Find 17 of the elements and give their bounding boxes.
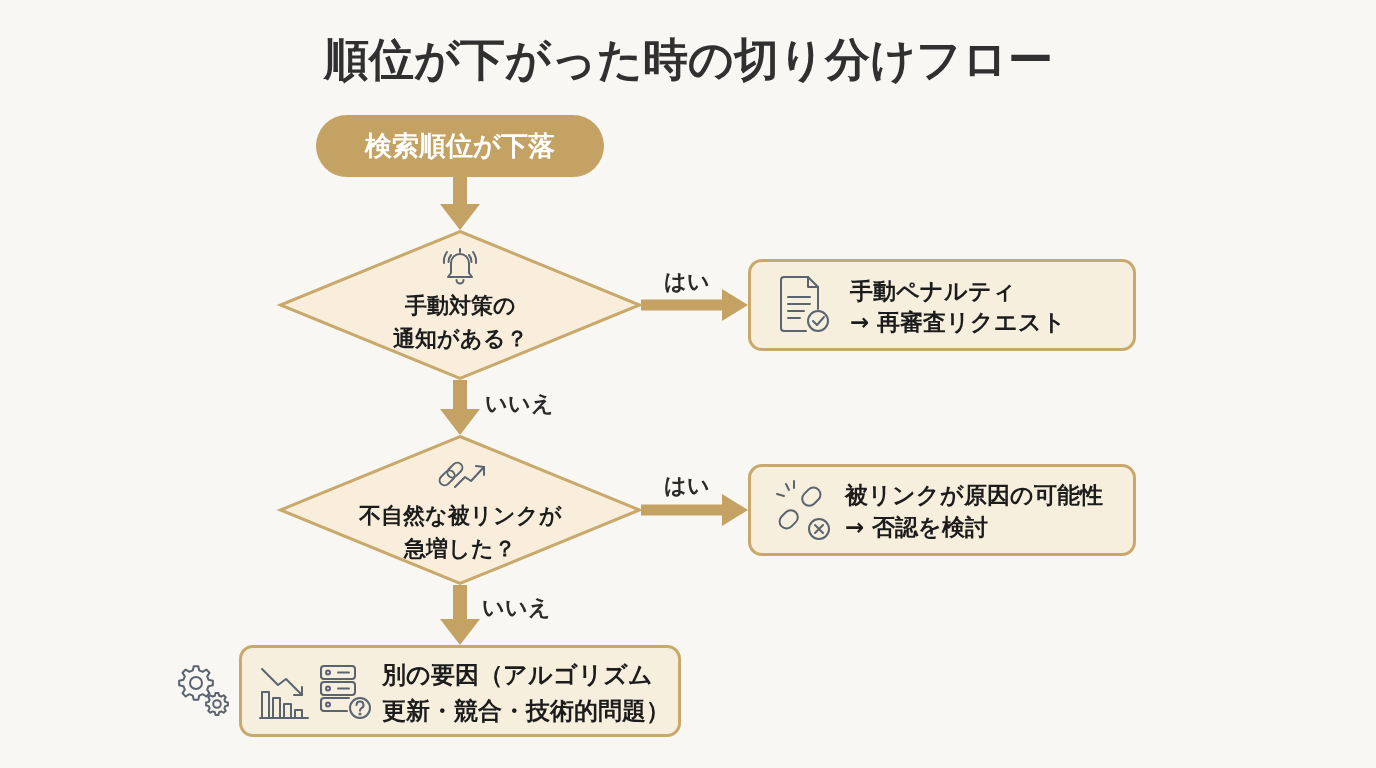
question-text: 不自然な被リンクが急増した？: [358, 502, 562, 563]
decision-diamond: [279, 435, 641, 585]
process-box: [748, 464, 1136, 556]
arrow: [440, 380, 480, 435]
result-text: 別の要因（アルゴリズム更新・競合・技術的問題）: [382, 660, 670, 727]
process-box: [748, 259, 1136, 351]
question-text: 手動対策の通知がある？: [392, 292, 528, 353]
decision-diamond: [279, 230, 641, 380]
result-text: 被リンクが原因の可能性→ 否認を検討: [845, 481, 1103, 542]
result-text: 手動ペナルティ→ 再審査リクエスト: [850, 277, 1067, 337]
start-terminal: 検索順位が下落: [316, 115, 604, 177]
arrow: [440, 177, 480, 230]
arrow: [641, 289, 748, 321]
arrow: [440, 585, 480, 645]
process-box: [239, 645, 681, 737]
title: 順位が下がった時の切り分けフロー: [323, 33, 1053, 87]
arrow: [641, 494, 748, 526]
